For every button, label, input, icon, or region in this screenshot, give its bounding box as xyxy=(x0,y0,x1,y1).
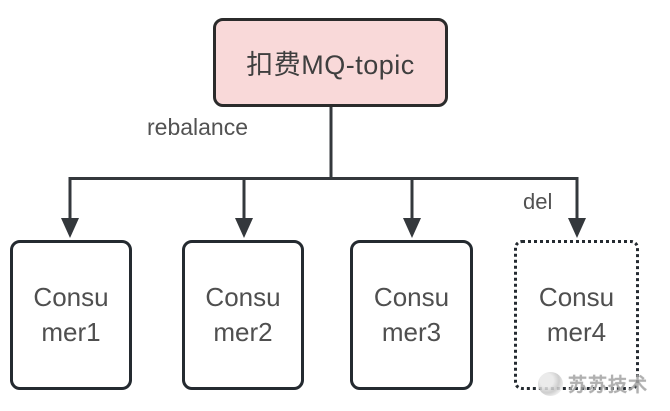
swirl-logo-icon xyxy=(538,371,563,396)
topic-node-label: 扣费MQ-topic xyxy=(246,50,415,80)
consumer1-node: Consu mer1 xyxy=(10,240,132,390)
consumer2-label-line2: mer2 xyxy=(213,317,273,347)
watermark-text: 苏苏技术 xyxy=(568,375,649,396)
rebalance-label: rebalance xyxy=(147,114,249,140)
consumer3-node: Consu mer3 xyxy=(350,240,473,390)
consumer4-label-line1: Consu xyxy=(538,281,615,312)
consumer1-label-line1: Consu xyxy=(33,281,109,312)
watermark: 苏苏技术 xyxy=(538,370,648,397)
arrowhead-icon xyxy=(235,218,253,238)
arrowhead-icon xyxy=(403,218,421,238)
branch-bracket-line xyxy=(68,177,579,220)
consumer4-label-line2: mer4 xyxy=(546,317,607,347)
del-label: del xyxy=(523,189,553,214)
arrowhead-icon xyxy=(568,218,586,238)
consumer3-label-line2: mer3 xyxy=(381,317,442,347)
topic-node: 扣费MQ-topic xyxy=(213,18,448,107)
consumer2-label-line1: Consu xyxy=(205,281,281,312)
arrowhead-icon xyxy=(61,218,79,238)
consumer2-node: Consu mer2 xyxy=(182,240,304,390)
consumer4-node: Consu mer4 xyxy=(514,240,639,390)
consumer3-label-line1: Consu xyxy=(373,281,450,312)
consumer1-label-line2: mer1 xyxy=(41,317,101,347)
